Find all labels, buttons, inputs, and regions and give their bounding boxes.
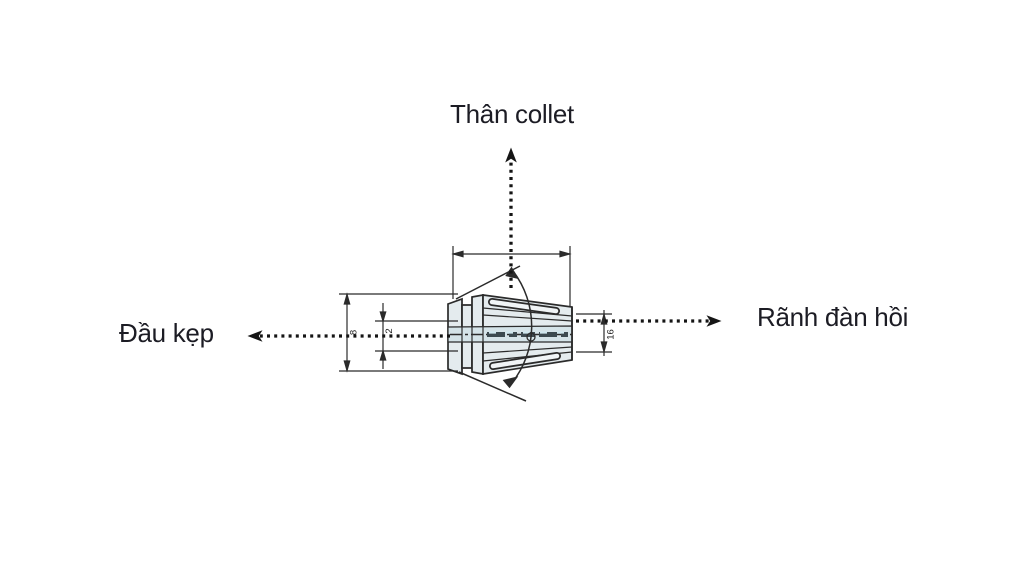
dimension-nose-diameter: 16 [576, 310, 617, 356]
leader-arrow-left [247, 330, 263, 342]
label-collet-body: Thân collet [450, 99, 574, 129]
label-clamping-head: Đầu kẹp [119, 318, 214, 348]
dim-arrow-down-to-top [379, 311, 387, 324]
slot-top-interior [489, 299, 559, 314]
dim-arrow-right [559, 250, 572, 258]
dim-value-inner: 2 [384, 328, 395, 333]
angle-dimension [455, 265, 533, 402]
dim-arrow-left [451, 250, 464, 258]
angle-arrow-bottom [502, 376, 519, 389]
dim-arrow-up-to-bottom [379, 348, 387, 361]
leader-arrow-up [505, 147, 517, 163]
dimension-outer-diameter: 8 [339, 292, 458, 373]
dim-arrow-down [343, 360, 351, 373]
leader-clamping-head [247, 330, 450, 342]
leader-arrow-right [706, 315, 722, 327]
label-elastic-slot: Rãnh đàn hồi [757, 302, 909, 332]
dim-value-nose: 16 [606, 329, 617, 340]
angle-line-bottom [458, 371, 527, 402]
leader-collet-body [505, 147, 517, 288]
dimension-inner-diameter: 2 [375, 303, 458, 369]
dim-value-outer: 8 [349, 330, 360, 335]
dim-arrow-down [600, 341, 608, 354]
leader-elastic-slot [576, 315, 722, 327]
dim-arrow-up [343, 292, 351, 305]
dimension-top-length [451, 246, 572, 306]
angle-arc [510, 270, 533, 385]
